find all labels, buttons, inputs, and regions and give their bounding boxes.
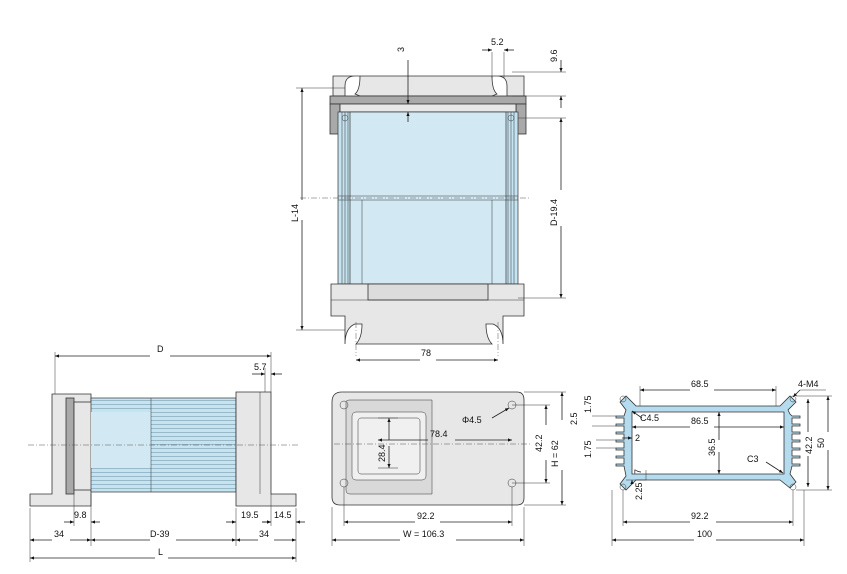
dim-hole-v-pitch: 42.2 — [534, 434, 544, 452]
dim-inner-width: 78.4 — [430, 429, 448, 439]
dim-inner-height-profile: 36.5 — [707, 438, 717, 456]
dim-fin-pitch-b: 1.75 — [583, 395, 593, 413]
dim-inner-height: 28.4 — [377, 444, 387, 462]
dim-height: H = 62 — [550, 440, 560, 467]
top-cap-rim — [329, 95, 527, 105]
front-hole-tl — [339, 400, 349, 410]
dim-body-length: D-39 — [150, 529, 170, 539]
dim-hole-h-pitch: 92.2 — [417, 511, 435, 521]
front-view: Φ4.5 78.4 28.4 42.2 H = 62 92.2 W = — [331, 391, 566, 546]
extrusion-profile — [615, 395, 801, 491]
dim-hole-pitch-profile: 92.2 — [691, 511, 709, 521]
dim-hole-diameter: Φ4.5 — [462, 415, 482, 425]
dim-foot-right: 14.5 — [274, 510, 292, 520]
dim-fin-pitch-a: 2.5 — [569, 412, 579, 425]
dim-slot-width: 5.2 — [491, 37, 504, 47]
side-right-cap — [235, 391, 297, 507]
dim-groove-height: 42.2 — [804, 436, 814, 454]
dim-thread: 4-M4 — [798, 379, 819, 389]
dim-base-offset: 2.25 — [634, 482, 644, 500]
top-plate — [339, 103, 517, 113]
dim-overall-depth: D — [157, 344, 164, 354]
dim-fin-pitch-c: 1.75 — [583, 440, 593, 458]
dim-hole-pitch: 78 — [421, 348, 431, 358]
dim-lip: 3 — [396, 47, 406, 52]
dim-cap-right: 19.5 — [241, 510, 259, 520]
dim-cap-inner: 9.8 — [74, 510, 87, 520]
dim-slot: 7 — [633, 469, 643, 474]
dim-slot-depth: 9.6 — [549, 49, 559, 62]
dim-foot-left: 34 — [54, 529, 64, 539]
dim-width: W = 106.3 — [403, 529, 444, 539]
dim-inner-width-profile: 86.5 — [691, 416, 709, 426]
top-view: 5.2 9.6 3 L-14 D-19.4 78 — [290, 37, 566, 362]
profile-view: 68.5 4-M4 C4.5 86.5 2.5 1.75 1.75 2 36.5… — [569, 379, 832, 546]
dim-outer-height: 50 — [816, 438, 826, 448]
top-cap — [332, 75, 525, 97]
dim-top-flat: 68.5 — [691, 379, 709, 389]
dim-flange: 5.7 — [254, 362, 267, 372]
dim-chamfer-bottom: C3 — [747, 454, 759, 464]
dim-foot-right-total: 34 — [259, 529, 269, 539]
dim-length: L-14 — [290, 204, 300, 222]
dim-outer-width: 100 — [697, 529, 712, 539]
dim-depth: D-19.4 — [549, 199, 559, 226]
dim-overall-length: L — [158, 547, 163, 557]
side-view: D 5.7 9.8 19.5 14.5 34 D-39 34 — [28, 344, 305, 562]
dim-wall: 2 — [635, 433, 640, 443]
dim-chamfer-top: C4.5 — [640, 413, 659, 423]
